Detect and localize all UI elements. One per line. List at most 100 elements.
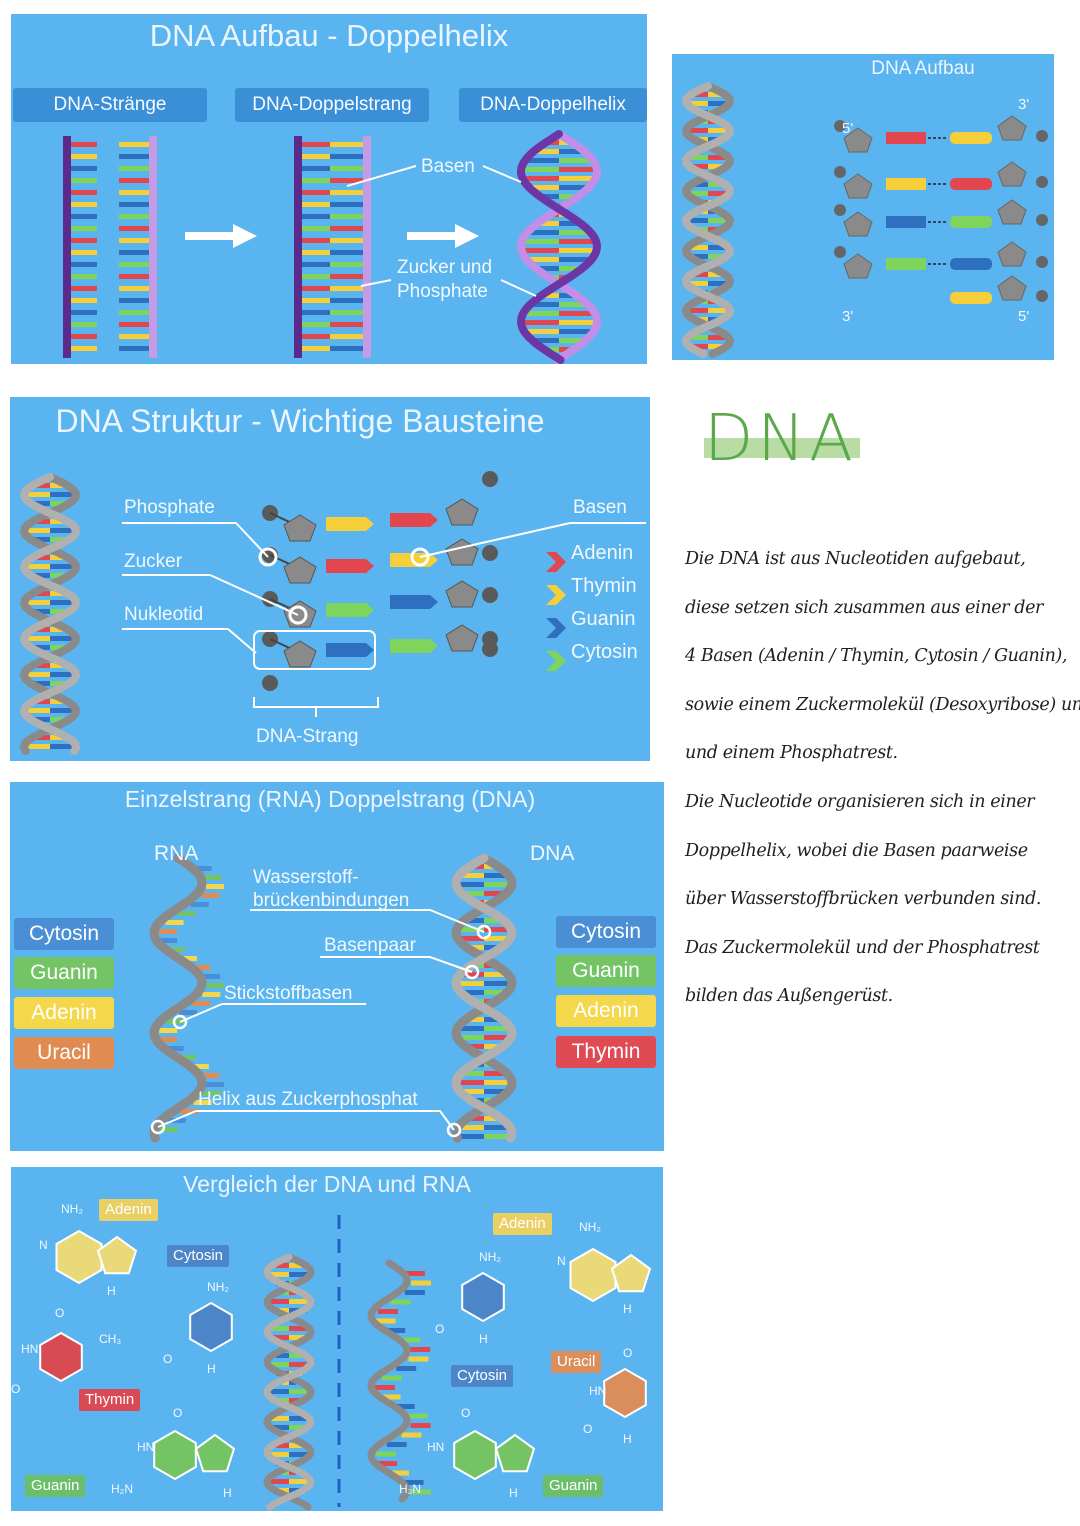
prime-3-top: 3' — [1018, 96, 1030, 113]
badge-rna-adenin: Adenin — [493, 1213, 552, 1235]
notes-line: sowie einem Zuckermolekül (Desoxyribose)… — [685, 694, 1080, 715]
base-pair-bar — [559, 194, 582, 199]
base-pair-bar — [708, 92, 721, 97]
base-pair-bar — [50, 564, 76, 569]
base-pair-bar — [484, 1071, 505, 1076]
base-pair-bar — [484, 918, 501, 923]
svg-text:H: H — [479, 1332, 488, 1346]
svg-text:H: H — [207, 1362, 216, 1376]
base-pair-bar — [708, 182, 721, 187]
label-basenpaar: Basenpaar — [324, 935, 416, 956]
base-pair-bar — [289, 1362, 311, 1367]
base-pair-bar — [549, 140, 559, 145]
base-pair-bar — [456, 1134, 484, 1139]
base-pair-bar — [687, 164, 708, 169]
prime-5-top: 5' — [842, 120, 854, 137]
base-pair-bar — [282, 1290, 289, 1295]
base-pair-bar — [690, 245, 708, 250]
base-pair-bar — [456, 1080, 484, 1085]
notes-text: Die DNA ist aus Nucleotiden aufgebaut, d… — [685, 535, 1080, 1021]
label-zucker: Zucker — [124, 551, 183, 572]
panel-dna-struktur: DNA Struktur - Wichtige Bausteine Phosph… — [10, 397, 650, 761]
base-pair-bar — [559, 167, 597, 172]
base-pair-bar — [37, 555, 50, 560]
base-pair-bar — [458, 990, 484, 995]
base-pair-bar — [459, 891, 484, 896]
svg-text:H: H — [223, 1486, 232, 1500]
arrow-right-icon — [185, 224, 257, 248]
base-pair-bar — [708, 128, 729, 133]
base-pair-bar — [708, 101, 730, 106]
helix-backbone — [19, 473, 81, 755]
base-pair-bar — [50, 708, 76, 713]
badge-rna-guanin: Guanin — [14, 957, 114, 989]
base-pair-bar — [559, 248, 597, 253]
badge-rna-cytosin: Cytosin — [14, 918, 114, 950]
base-pair-bar — [708, 335, 726, 340]
notes-heading: DNA — [704, 402, 857, 476]
badge-dna-adenin: Adenin — [556, 995, 656, 1027]
svg-text:NH₂: NH₂ — [61, 1202, 83, 1216]
base-pair-bar — [484, 981, 512, 986]
label-dna-strang: DNA-Strang — [256, 726, 359, 747]
base-pair-bar — [559, 239, 596, 244]
base-pair-bar — [50, 735, 63, 740]
base-pair-bar — [708, 254, 729, 259]
base-pair-bar — [521, 320, 559, 325]
base-pair-bar — [24, 600, 50, 605]
base-pair-bar — [289, 1353, 302, 1358]
base-pair-bar — [521, 176, 559, 181]
label-helix-zuckerphosphat: Helix aus Zuckerphosphat — [198, 1089, 418, 1110]
base-pair-bar — [289, 1479, 310, 1484]
base-pair-bar — [457, 927, 484, 932]
base-pair-bar — [467, 918, 484, 923]
notes-line: Das Zuckermolekül und der Phosphatrest — [685, 937, 1040, 958]
base-pair-bar — [282, 1380, 289, 1385]
svg-text:H: H — [623, 1432, 632, 1446]
prime-5-bottom: 5' — [1018, 308, 1030, 325]
svg-text:HN: HN — [427, 1440, 444, 1454]
base-pair-bar — [50, 627, 63, 632]
label-zucker: Zucker und — [397, 257, 493, 278]
panel-einzelstrang-doppelstrang: Einzelstrang (RNA) Doppelstrang (DNA) RN… — [10, 782, 664, 1151]
base-pair-bar — [50, 591, 63, 596]
base-pair-bar — [268, 1299, 289, 1304]
base-pair-bar — [50, 483, 63, 488]
base-pair-bar — [276, 1353, 289, 1358]
badge-dna-cytosin: Cytosin — [556, 916, 656, 948]
base-pair-bar — [282, 1470, 289, 1475]
base-pair-bar — [687, 344, 708, 349]
svg-text:O: O — [461, 1406, 470, 1420]
base-pair-bar — [708, 155, 726, 160]
base-pair-bar — [37, 735, 50, 740]
helix-backbone — [516, 130, 602, 364]
badge-rna-uracil: Uracil — [551, 1351, 602, 1373]
notes-line: und einem Phosphatrest. — [685, 743, 898, 764]
svg-text:N: N — [557, 1254, 566, 1268]
svg-text:O: O — [55, 1306, 64, 1320]
panel4-title: Einzelstrang (RNA) Doppelstrang (DNA) — [124, 786, 536, 812]
svg-text:NH₂: NH₂ — [479, 1250, 501, 1264]
base-pair-bar — [708, 245, 726, 250]
base-pair-bar — [268, 1425, 289, 1430]
base-pair-bar — [484, 891, 509, 896]
panel-dna-aufbau-doppelhelix: DNA Aufbau - Doppelhelix DNA-Stränge DNA… — [11, 14, 647, 364]
svg-text:O: O — [435, 1322, 444, 1336]
badge-dna-thymin: Thymin — [556, 1036, 656, 1068]
base-pair-bar — [521, 167, 559, 172]
base-pair-bar — [470, 1116, 484, 1121]
base-pair-bar — [559, 185, 592, 190]
svg-text:H: H — [107, 1284, 116, 1298]
tab-dna-doppelhelix: DNA-Doppelhelix — [459, 88, 647, 122]
helix-backbone — [451, 853, 517, 1143]
chevron-right-icon — [546, 651, 566, 671]
base-pair-bar — [559, 338, 589, 343]
base-pair-bar — [456, 981, 484, 986]
base-pair-bar — [484, 990, 510, 995]
base-pair-bar — [24, 492, 50, 497]
title-highlight — [704, 438, 860, 458]
base-pair-bar — [524, 257, 559, 262]
base-pair-bar — [50, 663, 63, 668]
svg-text:H₂N: H₂N — [399, 1482, 421, 1496]
